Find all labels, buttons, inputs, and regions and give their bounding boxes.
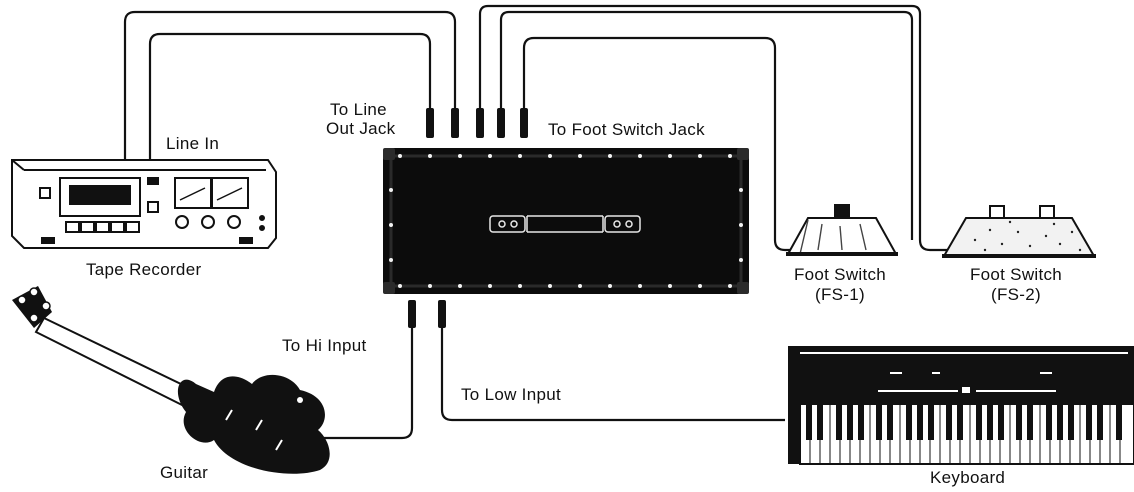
cable-tape-line-in [148,32,432,160]
plug-fs-3 [520,108,528,138]
label-to-line-out-jack-1: To Line [330,100,387,119]
label-guitar: Guitar [160,463,209,482]
label-to-hi-input: To Hi Input [282,336,367,355]
foot-switch-2 [942,205,1096,258]
cable-guitar [320,325,414,440]
plug-fs-1 [476,108,484,138]
plug-fs-2 [497,108,505,138]
tape-buttons [65,221,140,233]
label-foot-switch-2-title: Foot Switch [969,265,1063,284]
cable-fs2-b [499,10,914,240]
label-to-line-out-jack-2: Out Jack [326,119,396,138]
label-line-in: Line In [166,134,220,153]
vu-meter-right [211,177,249,209]
label-foot-switch-1-title: Foot Switch [793,265,887,284]
top-plugs [426,108,528,138]
bottom-plugs [408,300,446,328]
label-foot-switch-2-id: (FS-2) [991,285,1041,304]
tape-recorder [11,159,277,249]
amp-trim [389,154,743,288]
keyboard-keys [799,403,1134,465]
guitar-body [177,374,330,474]
keyboard-panel [788,346,1134,404]
cable-keyboard [440,325,785,422]
amp-handle [489,215,641,233]
foot-switch-1 [786,204,898,256]
guitar [12,286,330,474]
cables [123,4,950,440]
plug-hi-input [408,300,416,328]
keyboard [788,346,1134,465]
label-tape-recorder: Tape Recorder [86,260,202,279]
label-to-foot-switch-jack: To Foot Switch Jack [548,120,705,139]
tape-recorder-body [11,159,277,249]
amp-corners [383,148,749,294]
plug-line-out-1 [426,108,434,138]
cable-fs1 [522,36,800,252]
amp-body [383,148,749,294]
amp-rivets [389,154,743,288]
amplifier [383,148,749,294]
label-keyboard: Keyboard [930,468,1006,487]
label-to-low-input: To Low Input [461,385,561,404]
cable-fs2-a [478,4,950,252]
label-foot-switch-1-id: (FS-1) [815,285,865,304]
plug-low-input [438,300,446,328]
keyboard-black-keys [806,404,1122,440]
cable-tape-left [123,10,457,160]
plug-line-out-2 [451,108,459,138]
